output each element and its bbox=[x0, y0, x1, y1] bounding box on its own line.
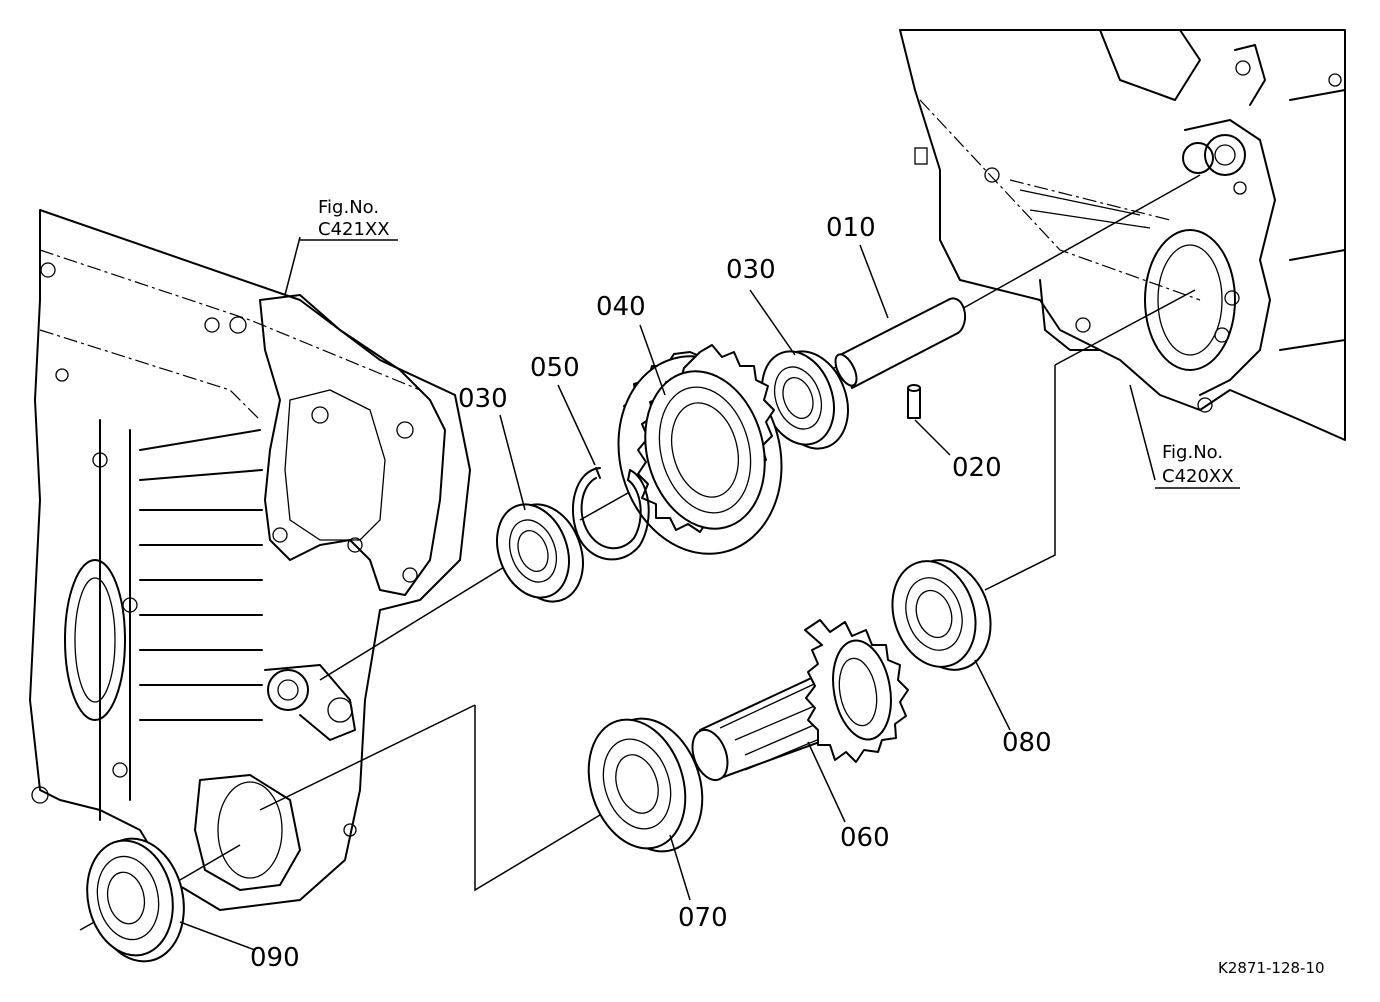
callout-leaders bbox=[179, 236, 1156, 951]
left-transmission-housing bbox=[29, 209, 471, 911]
callout-020: 020 bbox=[952, 453, 1002, 483]
figure-ref-left: Fig.No. C421XX bbox=[300, 197, 398, 241]
callout-080: 080 bbox=[1002, 728, 1052, 758]
part-030-bearing-lower bbox=[496, 503, 584, 603]
callout-030-upper: 030 bbox=[726, 255, 776, 285]
part-010-shaft bbox=[834, 297, 967, 389]
part-050-snap-ring bbox=[571, 467, 650, 561]
part-080-bearing bbox=[891, 559, 992, 671]
drawing-number: K2871-128-10 bbox=[1218, 959, 1325, 977]
right-transmission-housing bbox=[899, 29, 1346, 441]
part-070-bearing bbox=[587, 717, 704, 853]
callout-090: 090 bbox=[250, 943, 300, 973]
fig-ref-right-line2: C420XX bbox=[1162, 466, 1234, 487]
part-060-shaft-gear bbox=[691, 619, 909, 782]
callout-060: 060 bbox=[840, 823, 890, 853]
fig-ref-right-line1: Fig.No. bbox=[1162, 442, 1223, 463]
part-090-oil-seal bbox=[86, 837, 185, 963]
callout-030-lower: 030 bbox=[458, 384, 508, 414]
part-020-pin bbox=[907, 384, 921, 419]
callout-070: 070 bbox=[678, 903, 728, 933]
figure-ref-right: Fig.No. C420XX bbox=[1155, 442, 1240, 489]
fig-ref-left-line1: Fig.No. bbox=[318, 197, 379, 218]
callout-050: 050 bbox=[530, 353, 580, 383]
part-040-gear bbox=[617, 344, 783, 555]
fig-ref-left-line2: C421XX bbox=[318, 219, 390, 240]
callout-040: 040 bbox=[596, 292, 646, 322]
callout-010: 010 bbox=[826, 213, 876, 243]
